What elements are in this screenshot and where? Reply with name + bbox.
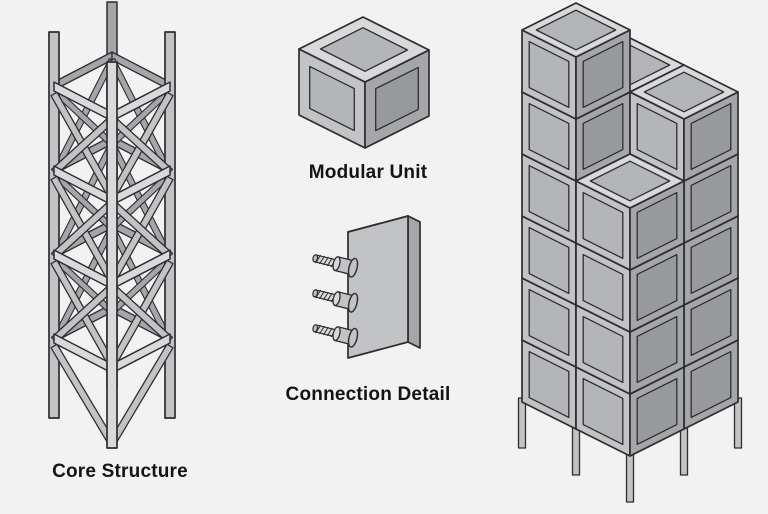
core-structure-label: Core Structure [52, 461, 188, 482]
connection-detail-label: Connection Detail [285, 384, 451, 405]
modular-unit-illustration [298, 16, 430, 149]
core-structure-illustration [48, 1, 176, 449]
connection-detail-illustration [312, 215, 421, 359]
modular-unit-label: Modular Unit [308, 162, 428, 183]
modular-building-illustration [517, 2, 743, 503]
